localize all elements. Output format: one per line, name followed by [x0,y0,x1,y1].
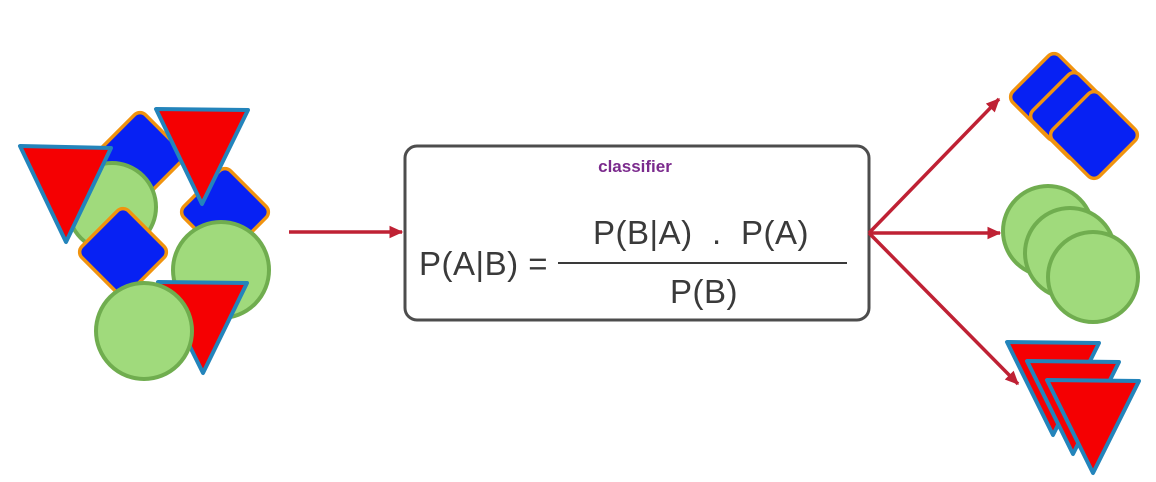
input-square-3-icon [77,206,169,298]
formula-lhs: P(A|B) = [419,245,548,282]
input-shapes-cluster [18,107,271,381]
input-triangle-1-icon [154,107,250,206]
classifier-label: classifier [598,157,672,176]
output-squares-group [1008,51,1140,181]
classifier-box: classifier P(A|B) = P(B|A) . P(A) P(B) [403,144,871,322]
output-triangle-3-icon [1045,378,1141,475]
formula-numerator: P(B|A) . P(A) [593,214,809,251]
output-triangles-group [1005,340,1141,475]
output-arrow-squares [867,97,1001,235]
input-circle-3-icon [94,281,194,381]
output-circle-3-icon [1046,230,1140,324]
input-triangle-2-icon [18,144,113,244]
output-arrows [867,97,1020,386]
output-circles-group [1001,184,1140,324]
output-square-3-icon [1048,89,1140,181]
formula-denominator: P(B) [670,273,738,310]
output-arrow-triangles [867,231,1020,386]
